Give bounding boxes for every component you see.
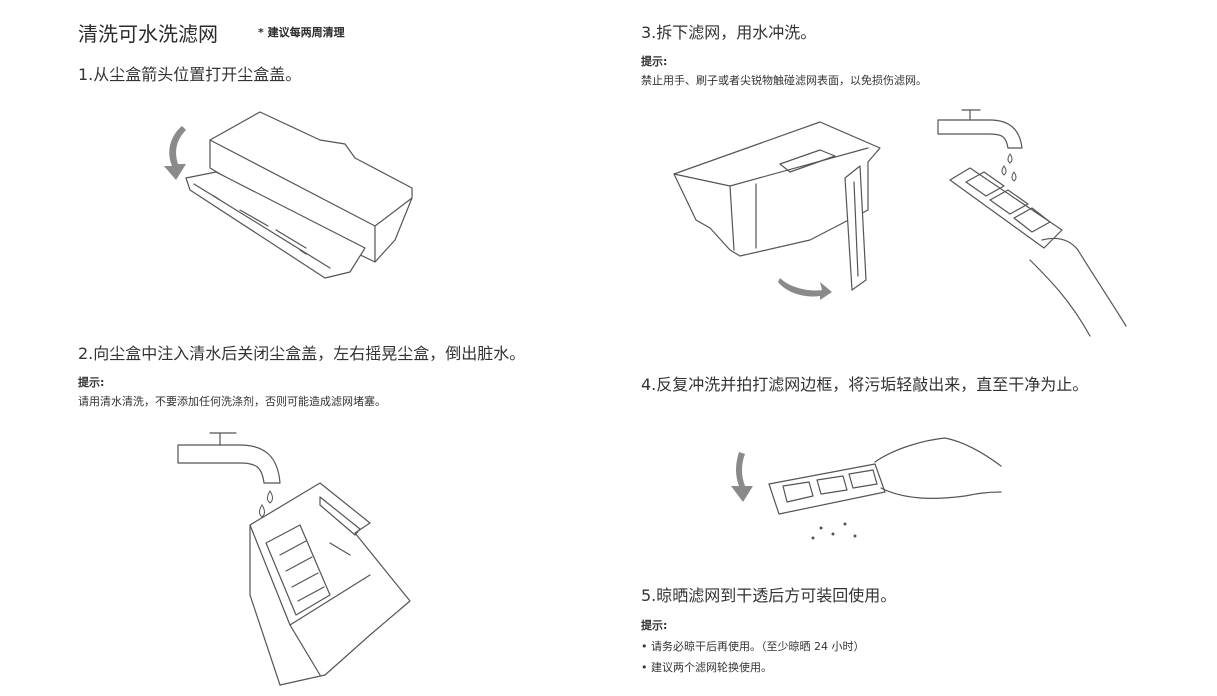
step-1-text: 1.从尘盒箭头位置打开尘盒盖。 xyxy=(78,65,302,84)
page-title: 清洗可水洗滤网 xyxy=(78,22,218,46)
faucet-icon xyxy=(177,444,281,484)
filter-icon xyxy=(768,463,886,515)
step-3-text: 3.拆下滤网，用水冲洗。 xyxy=(641,23,817,42)
hand-icon xyxy=(874,437,1002,499)
step-5-hint-label: 提示: xyxy=(641,619,668,632)
step-5-text: 5.晾晒滤网到干透后方可装回使用。 xyxy=(641,586,897,605)
curved-arrow-right-icon xyxy=(778,278,832,300)
dustbox-fill-water-illustration xyxy=(177,432,411,686)
tap-filter-illustration xyxy=(731,437,1002,540)
step-3-hint-text: 禁止用手、刷子或者尖锐物触碰滤网表面，以免损伤滤网。 xyxy=(641,74,927,87)
filter-icon xyxy=(949,167,1063,249)
hand-icon xyxy=(1029,237,1127,337)
step-5-bullet-2: • 建议两个滤网轮换使用。 xyxy=(641,661,772,674)
step-5-bullet-1: • 请务必晾干后再使用。（至少晾晒 24 小时） xyxy=(641,640,865,653)
title-note: * 建议每两周清理 xyxy=(258,26,345,39)
step-4-text: 4.反复冲洗并拍打滤网边框，将污垢轻敲出来，直至干净为止。 xyxy=(641,375,1089,394)
step-2-hint-label: 提示: xyxy=(78,376,105,389)
remove-filter-illustration xyxy=(673,109,1127,337)
step-3-hint-label: 提示: xyxy=(641,55,668,68)
step-2-hint-text: 请用清水清洗，不要添加任何洗涤剂，否则可能造成滤网堵塞。 xyxy=(78,395,386,408)
faucet-icon xyxy=(937,119,1023,149)
curved-arrow-down-icon xyxy=(164,126,186,180)
arrow-down-icon xyxy=(731,452,753,502)
step-2-text: 2.向尘盒中注入清水后关闭尘盒盖，左右摇晃尘盒，倒出脏水。 xyxy=(78,344,526,363)
dustbox-open-illustration xyxy=(164,111,413,279)
